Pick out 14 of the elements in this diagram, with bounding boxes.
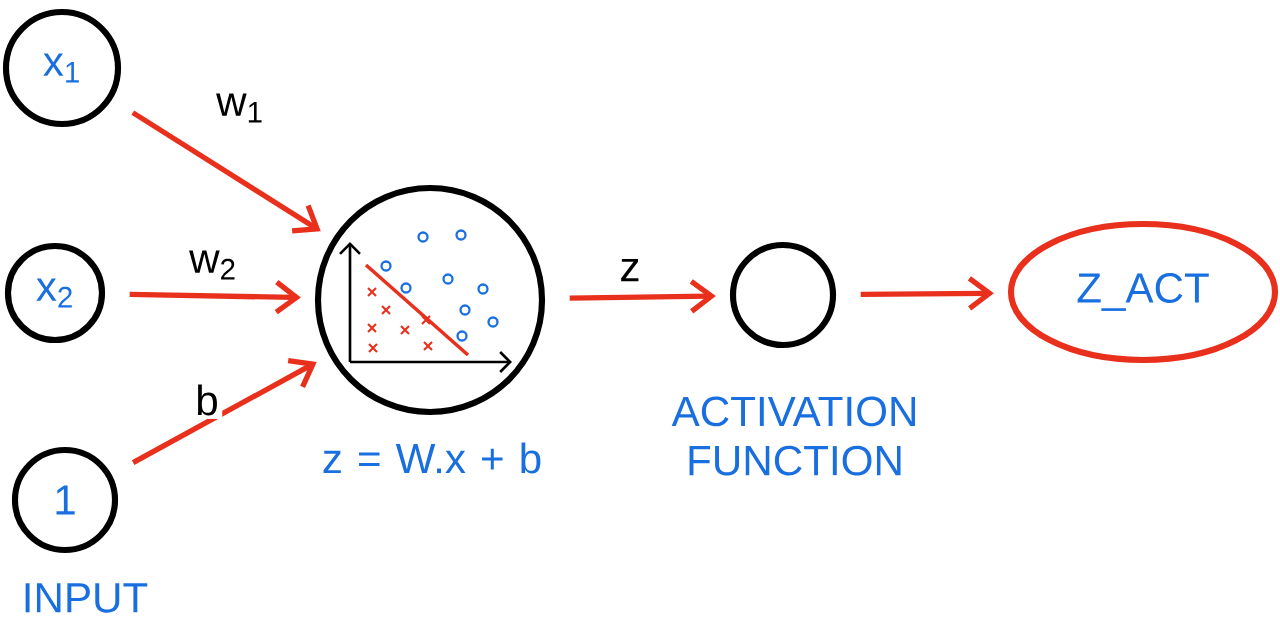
arrow — [569, 279, 716, 314]
neuron-circle — [729, 241, 837, 349]
arrow — [129, 280, 301, 315]
arrow — [860, 276, 994, 311]
neuron-circle — [314, 184, 546, 416]
edge-label: w$_{2}$ — [185, 247, 241, 283]
edge-label: w$_{1}$ — [212, 90, 268, 126]
node-caption: ACTIVATION FUNCTION — [671, 396, 915, 476]
arrow — [131, 110, 321, 234]
edge-label: z — [615, 255, 645, 285]
node-caption: z = W.x + b — [323, 442, 541, 474]
edge-label: b — [191, 381, 223, 419]
ellipse-node: Z_ACT — [1007, 220, 1279, 364]
arrow — [131, 358, 317, 465]
